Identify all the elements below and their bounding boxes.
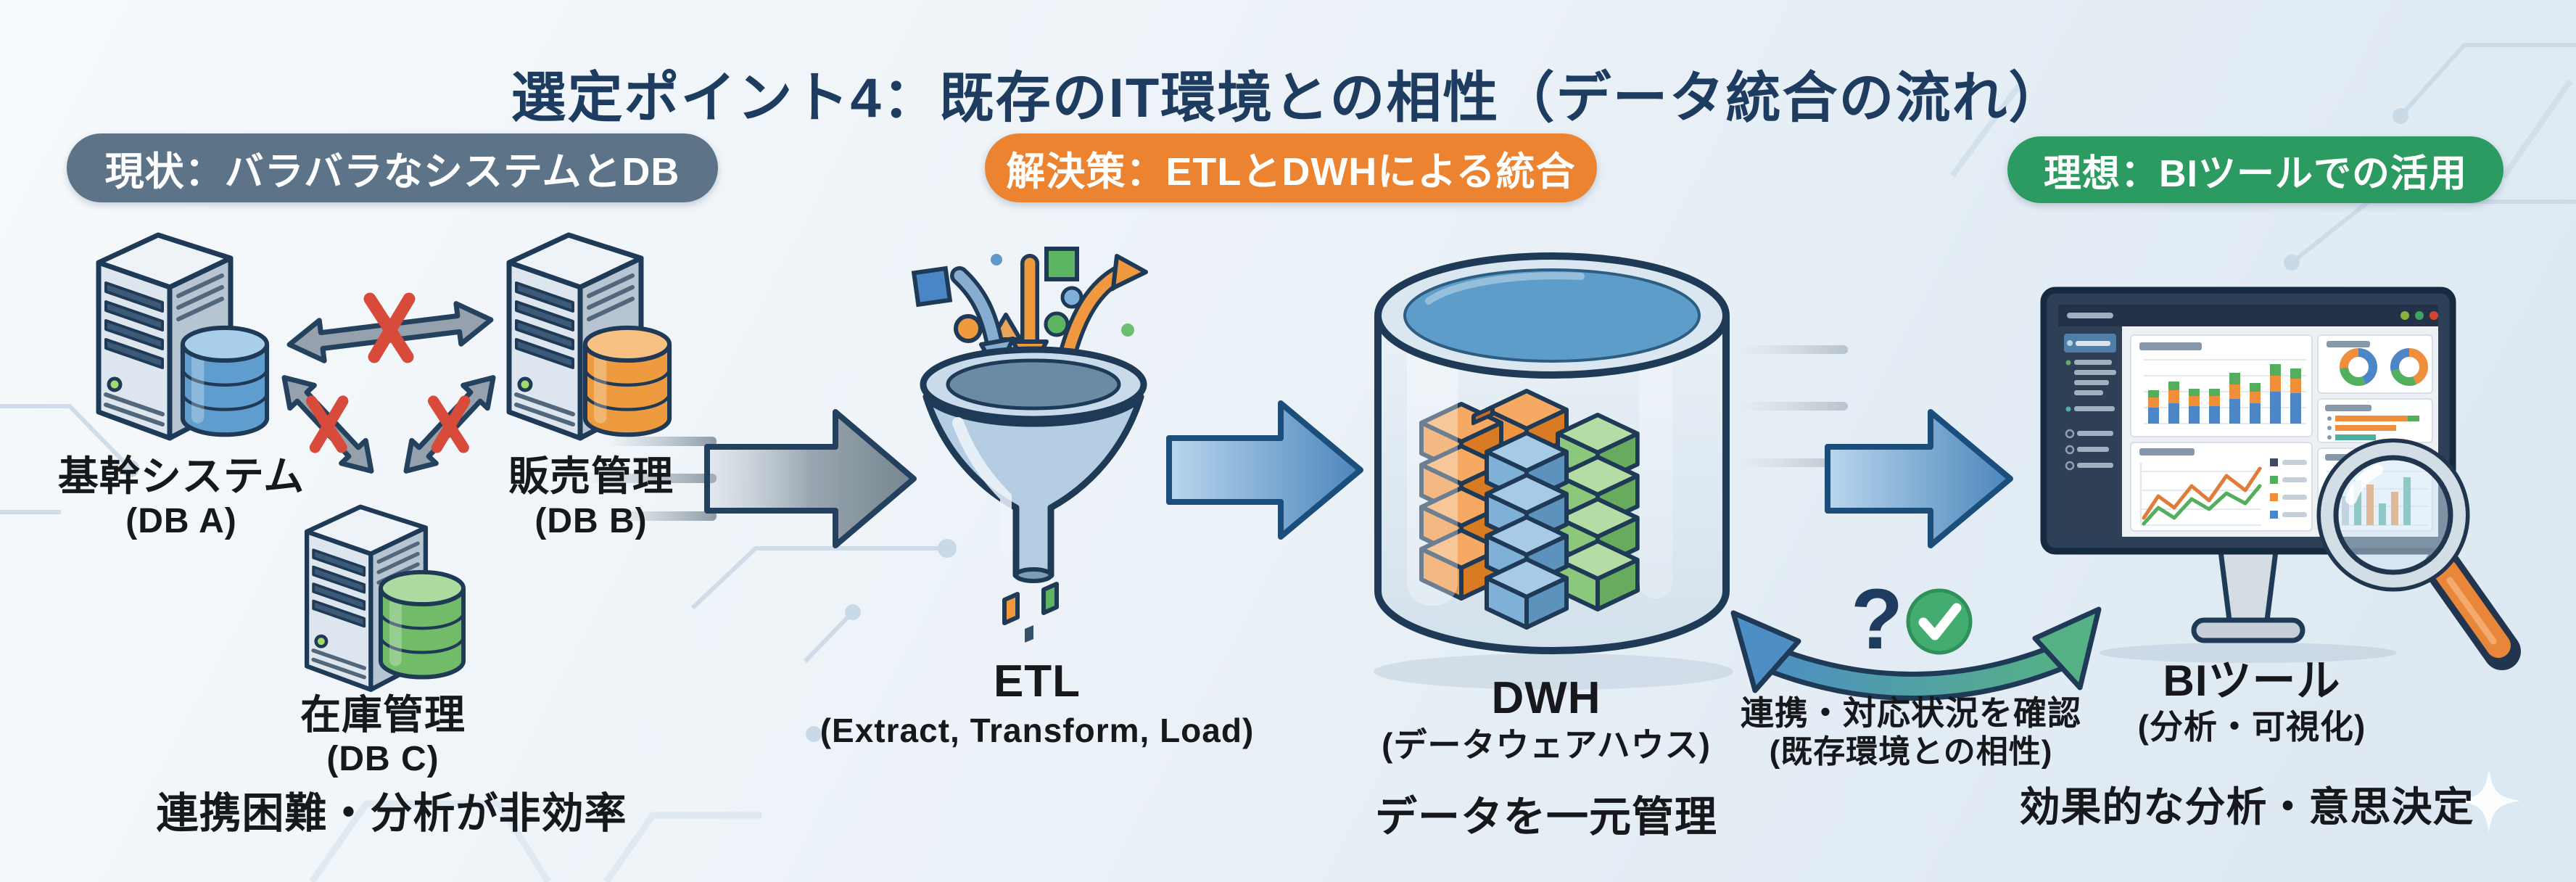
bi-label: BIツール (2163, 656, 2341, 705)
x-icon (305, 395, 349, 453)
flow-arrow-to-bi-icon (1825, 409, 2013, 548)
badge-current-state: 現状：バラバラなシステムとDB (67, 133, 718, 202)
bi-donut-charts (2317, 334, 2433, 394)
system-a-db-label: (DB A) (125, 502, 237, 540)
server-icon-core-system (96, 232, 234, 441)
system-c-label: 在庫管理 (300, 692, 466, 738)
compat-note-line1: 連携・対応状況を確認 (1741, 694, 2081, 732)
bi-sub-label: (分析・可視化) (2137, 708, 2366, 746)
dwh-shadow (1374, 654, 1733, 690)
server-icon-sales (506, 232, 644, 441)
database-icon-db-c (378, 569, 466, 680)
badge-solution-label: 解決策：ETLとDWHによる統合 (1006, 150, 1576, 194)
bi-caption: 効果的な分析・意思決定 (2019, 784, 2474, 830)
system-c-db-label: (DB C) (326, 740, 439, 778)
magnifying-glass-icon (2316, 438, 2521, 670)
check-icon (1906, 588, 1973, 655)
sparkle-icon (2457, 769, 2521, 833)
bi-stacked-bar-chart (2130, 334, 2313, 437)
etl-output-drops-icon (1002, 582, 1059, 643)
system-a-label: 基幹システム (57, 453, 305, 499)
badge-current-label: 現状：バラバラなシステムとDB (104, 150, 680, 194)
dwh-cylinder-icon (1374, 252, 1730, 654)
current-state-caption: 連携困難・分析が非効率 (156, 790, 627, 837)
etl-sub-label: (Extract, Transform, Load) (820, 712, 1255, 749)
data-shapes-icon (911, 247, 1134, 343)
etl-funnel-icon (911, 247, 1148, 643)
page-title: 選定ポイント4：既存のIT環境との相性（データ統合の流れ） (511, 67, 2065, 129)
system-b-label: 販売管理 (508, 453, 674, 499)
bi-sidebar (2058, 326, 2122, 537)
x-icon (427, 395, 471, 453)
data-blocks-icon (1419, 389, 1640, 630)
question-mark-icon: ? (1850, 572, 1904, 667)
flow-arrow-to-etl-icon (585, 409, 917, 548)
compat-note-line2: (既存環境との相性) (1769, 734, 2053, 770)
dwh-sub-label: (データウェアハウス) (1382, 726, 1711, 764)
badge-ideal-label: 理想：BIツールでの活用 (2043, 152, 2467, 195)
system-b-db-label: (DB B) (534, 502, 648, 540)
x-icon (363, 292, 416, 363)
flow-arrow-to-dwh-icon (1166, 400, 1363, 540)
dwh-side-streaks (1739, 345, 1848, 467)
dwh-caption: データを一元管理 (1374, 794, 1718, 841)
database-icon-db-b (582, 325, 672, 437)
compat-sync-arrow-icon (1730, 606, 2102, 701)
dwh-label: DWH (1491, 673, 1601, 723)
badge-ideal: 理想：BIツールでの活用 (2007, 136, 2503, 203)
bi-horizontal-bar-chart (2317, 398, 2433, 443)
etl-label: ETL (993, 656, 1081, 706)
circuit-trace-nodes (122, 108, 2408, 742)
badge-solution: 解決策：ETLとDWHによる統合 (985, 133, 1597, 202)
database-icon-db-a (180, 325, 270, 437)
bi-line-legend (2270, 458, 2307, 519)
bi-line-chart (2130, 442, 2313, 532)
